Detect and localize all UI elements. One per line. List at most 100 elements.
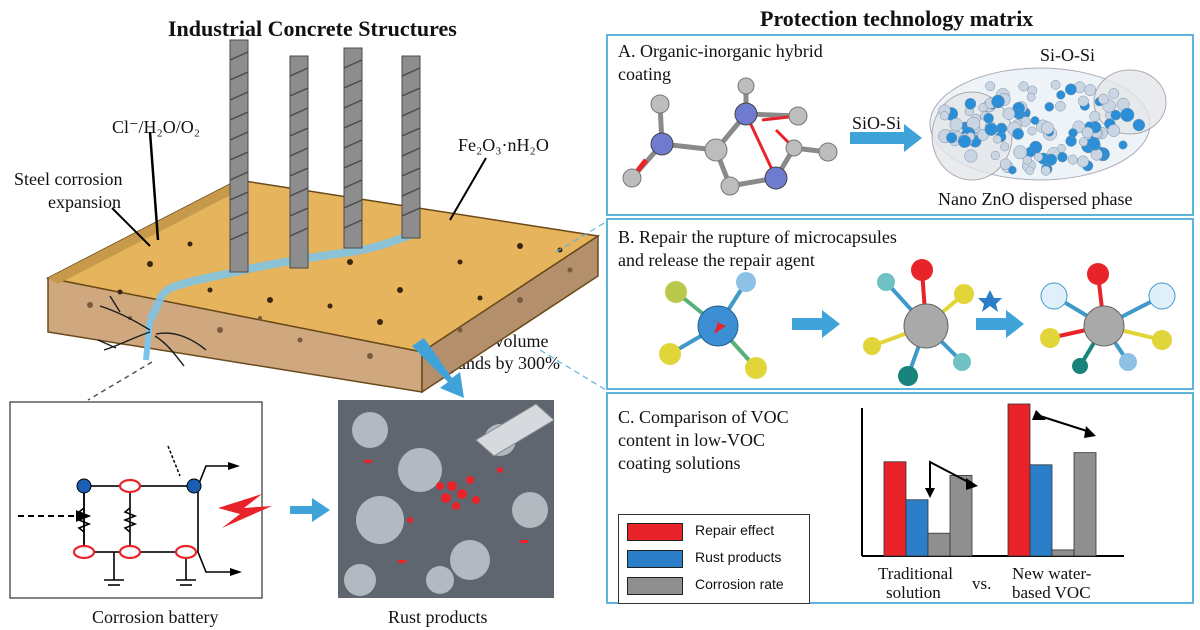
label-oxide: Fe₂O₃·nH₂O xyxy=(458,135,549,155)
nano-particle xyxy=(990,150,1000,161)
concrete-slab-side xyxy=(421,234,599,394)
nano-particle xyxy=(1008,165,1017,175)
panel-a-heading-l2: coating xyxy=(618,64,671,84)
nano-particle xyxy=(1057,144,1066,153)
compare-arrow-2 xyxy=(1039,415,1091,433)
nano-particle xyxy=(1050,79,1061,90)
caption-battery: Corrosion battery xyxy=(92,607,219,627)
legend-label: Repair effect xyxy=(695,522,775,538)
nano-particle xyxy=(984,122,998,136)
chart-group-1-l1: Traditional xyxy=(878,564,953,583)
right-title: Protection technology matrix xyxy=(760,6,1034,31)
compare-arrow-2-head2 xyxy=(1084,426,1096,438)
bar-repair-effect xyxy=(1007,403,1031,557)
nano-particle xyxy=(946,132,958,144)
nano-particle xyxy=(991,94,1005,109)
legend-label: Corrosion rate xyxy=(695,576,784,592)
nano-particle xyxy=(1022,155,1033,165)
nano-particle xyxy=(1090,148,1103,161)
nano-particle xyxy=(1002,107,1016,120)
right-arrow xyxy=(290,498,330,522)
nano-particle xyxy=(1120,107,1135,122)
nano-particle xyxy=(1033,152,1044,162)
nano-particle xyxy=(939,111,949,121)
nano-particle xyxy=(1081,126,1094,139)
panel-a-top-label: Si-O-Si xyxy=(1040,45,1096,65)
panel-a-arrow-label: SiO-Si xyxy=(852,113,902,133)
nano-particle xyxy=(1089,110,1101,122)
panel-b-arrow-1 xyxy=(792,310,840,338)
nano-particle xyxy=(1132,118,1146,132)
nano-particle xyxy=(1078,137,1089,147)
panel-a-heading-l1: A. Organic-inorganic hybrid xyxy=(618,41,823,61)
nano-particle xyxy=(1065,135,1077,147)
panel-c-heading-l1: C. Comparison of VOC xyxy=(618,407,789,427)
nano-particle xyxy=(1108,88,1120,99)
legend-swatch-corrosion xyxy=(627,577,683,595)
nano-particle xyxy=(995,122,1008,135)
capsule-2 xyxy=(863,259,974,386)
nano-particle xyxy=(1044,153,1058,166)
nano-particle xyxy=(1030,116,1040,125)
nano-particle xyxy=(1107,124,1121,137)
left-title: Industrial Concrete Structures xyxy=(168,16,457,41)
nano-particle xyxy=(1040,165,1051,176)
nano-particle xyxy=(1068,128,1078,138)
legend-item: Repair effect xyxy=(627,522,807,541)
nano-particle xyxy=(1067,154,1078,165)
voc-bar-chart xyxy=(861,403,1124,557)
compare-arrow-1-head xyxy=(925,488,935,498)
nano-particle xyxy=(1118,140,1128,150)
bar-corrosion-rate xyxy=(1073,452,1097,557)
chart-group-2-l1: New water- xyxy=(1012,564,1092,583)
bar-rust-products xyxy=(1029,464,1053,557)
spark-icon xyxy=(218,494,272,528)
nano-particle xyxy=(1110,109,1122,121)
rebar-group xyxy=(229,39,421,273)
legend-item: Corrosion rate xyxy=(627,576,807,595)
nano-particle xyxy=(1027,126,1037,136)
chart-group-2-l2: based VOC xyxy=(1012,583,1091,602)
nano-particle xyxy=(1056,90,1066,100)
legend-item: Rust products xyxy=(627,549,807,568)
bar-corrosion-rate xyxy=(1051,549,1075,557)
nano-particle xyxy=(1041,121,1054,135)
label-expansion-l2: expansion xyxy=(48,192,121,212)
nano-particle xyxy=(949,117,963,132)
panel-a-bottom-label: Nano ZnO dispersed phase xyxy=(938,189,1133,209)
label-expansion-l1: Steel corrosion xyxy=(14,169,123,189)
nano-particle xyxy=(999,158,1012,170)
nano-particle xyxy=(957,134,972,148)
legend-swatch-repair xyxy=(627,523,683,541)
nano-particle xyxy=(1065,83,1077,96)
compare-arrow-1 xyxy=(929,460,973,488)
caption-rust: Rust products xyxy=(388,607,488,627)
nano-particle xyxy=(1077,95,1089,107)
nano-particle xyxy=(1018,81,1029,92)
nano-particle xyxy=(1057,152,1068,163)
panel-b-arrow-2 xyxy=(976,310,1024,338)
chart-legend: Repair effect Rust products Corrosion ra… xyxy=(618,514,810,604)
nano-particle xyxy=(1012,128,1024,140)
nano-particle xyxy=(978,103,988,113)
chart-group-1-l2: solution xyxy=(886,583,941,602)
battery-box xyxy=(9,401,263,599)
capsule-3 xyxy=(1040,263,1176,374)
nano-particle xyxy=(983,112,994,124)
panel-b-heading-l1: B. Repair the rupture of microcapsules xyxy=(618,227,897,247)
nano-particle xyxy=(1025,166,1034,175)
nano-particle xyxy=(1000,142,1010,152)
panel-b xyxy=(606,218,1194,390)
panel-c-heading-l2: content in low-VOC xyxy=(618,430,765,450)
nano-particle xyxy=(1087,136,1101,151)
compare-arrow-1-head2 xyxy=(966,478,978,490)
legend-swatch-rust xyxy=(627,550,683,568)
nano-particle xyxy=(964,98,977,110)
nano-particle xyxy=(964,149,978,163)
nano-particle xyxy=(985,81,996,92)
nano-particle xyxy=(1084,84,1097,97)
legend-label: Rust products xyxy=(695,549,782,565)
chart-vs: vs. xyxy=(972,574,992,593)
capsule-1 xyxy=(659,272,767,379)
